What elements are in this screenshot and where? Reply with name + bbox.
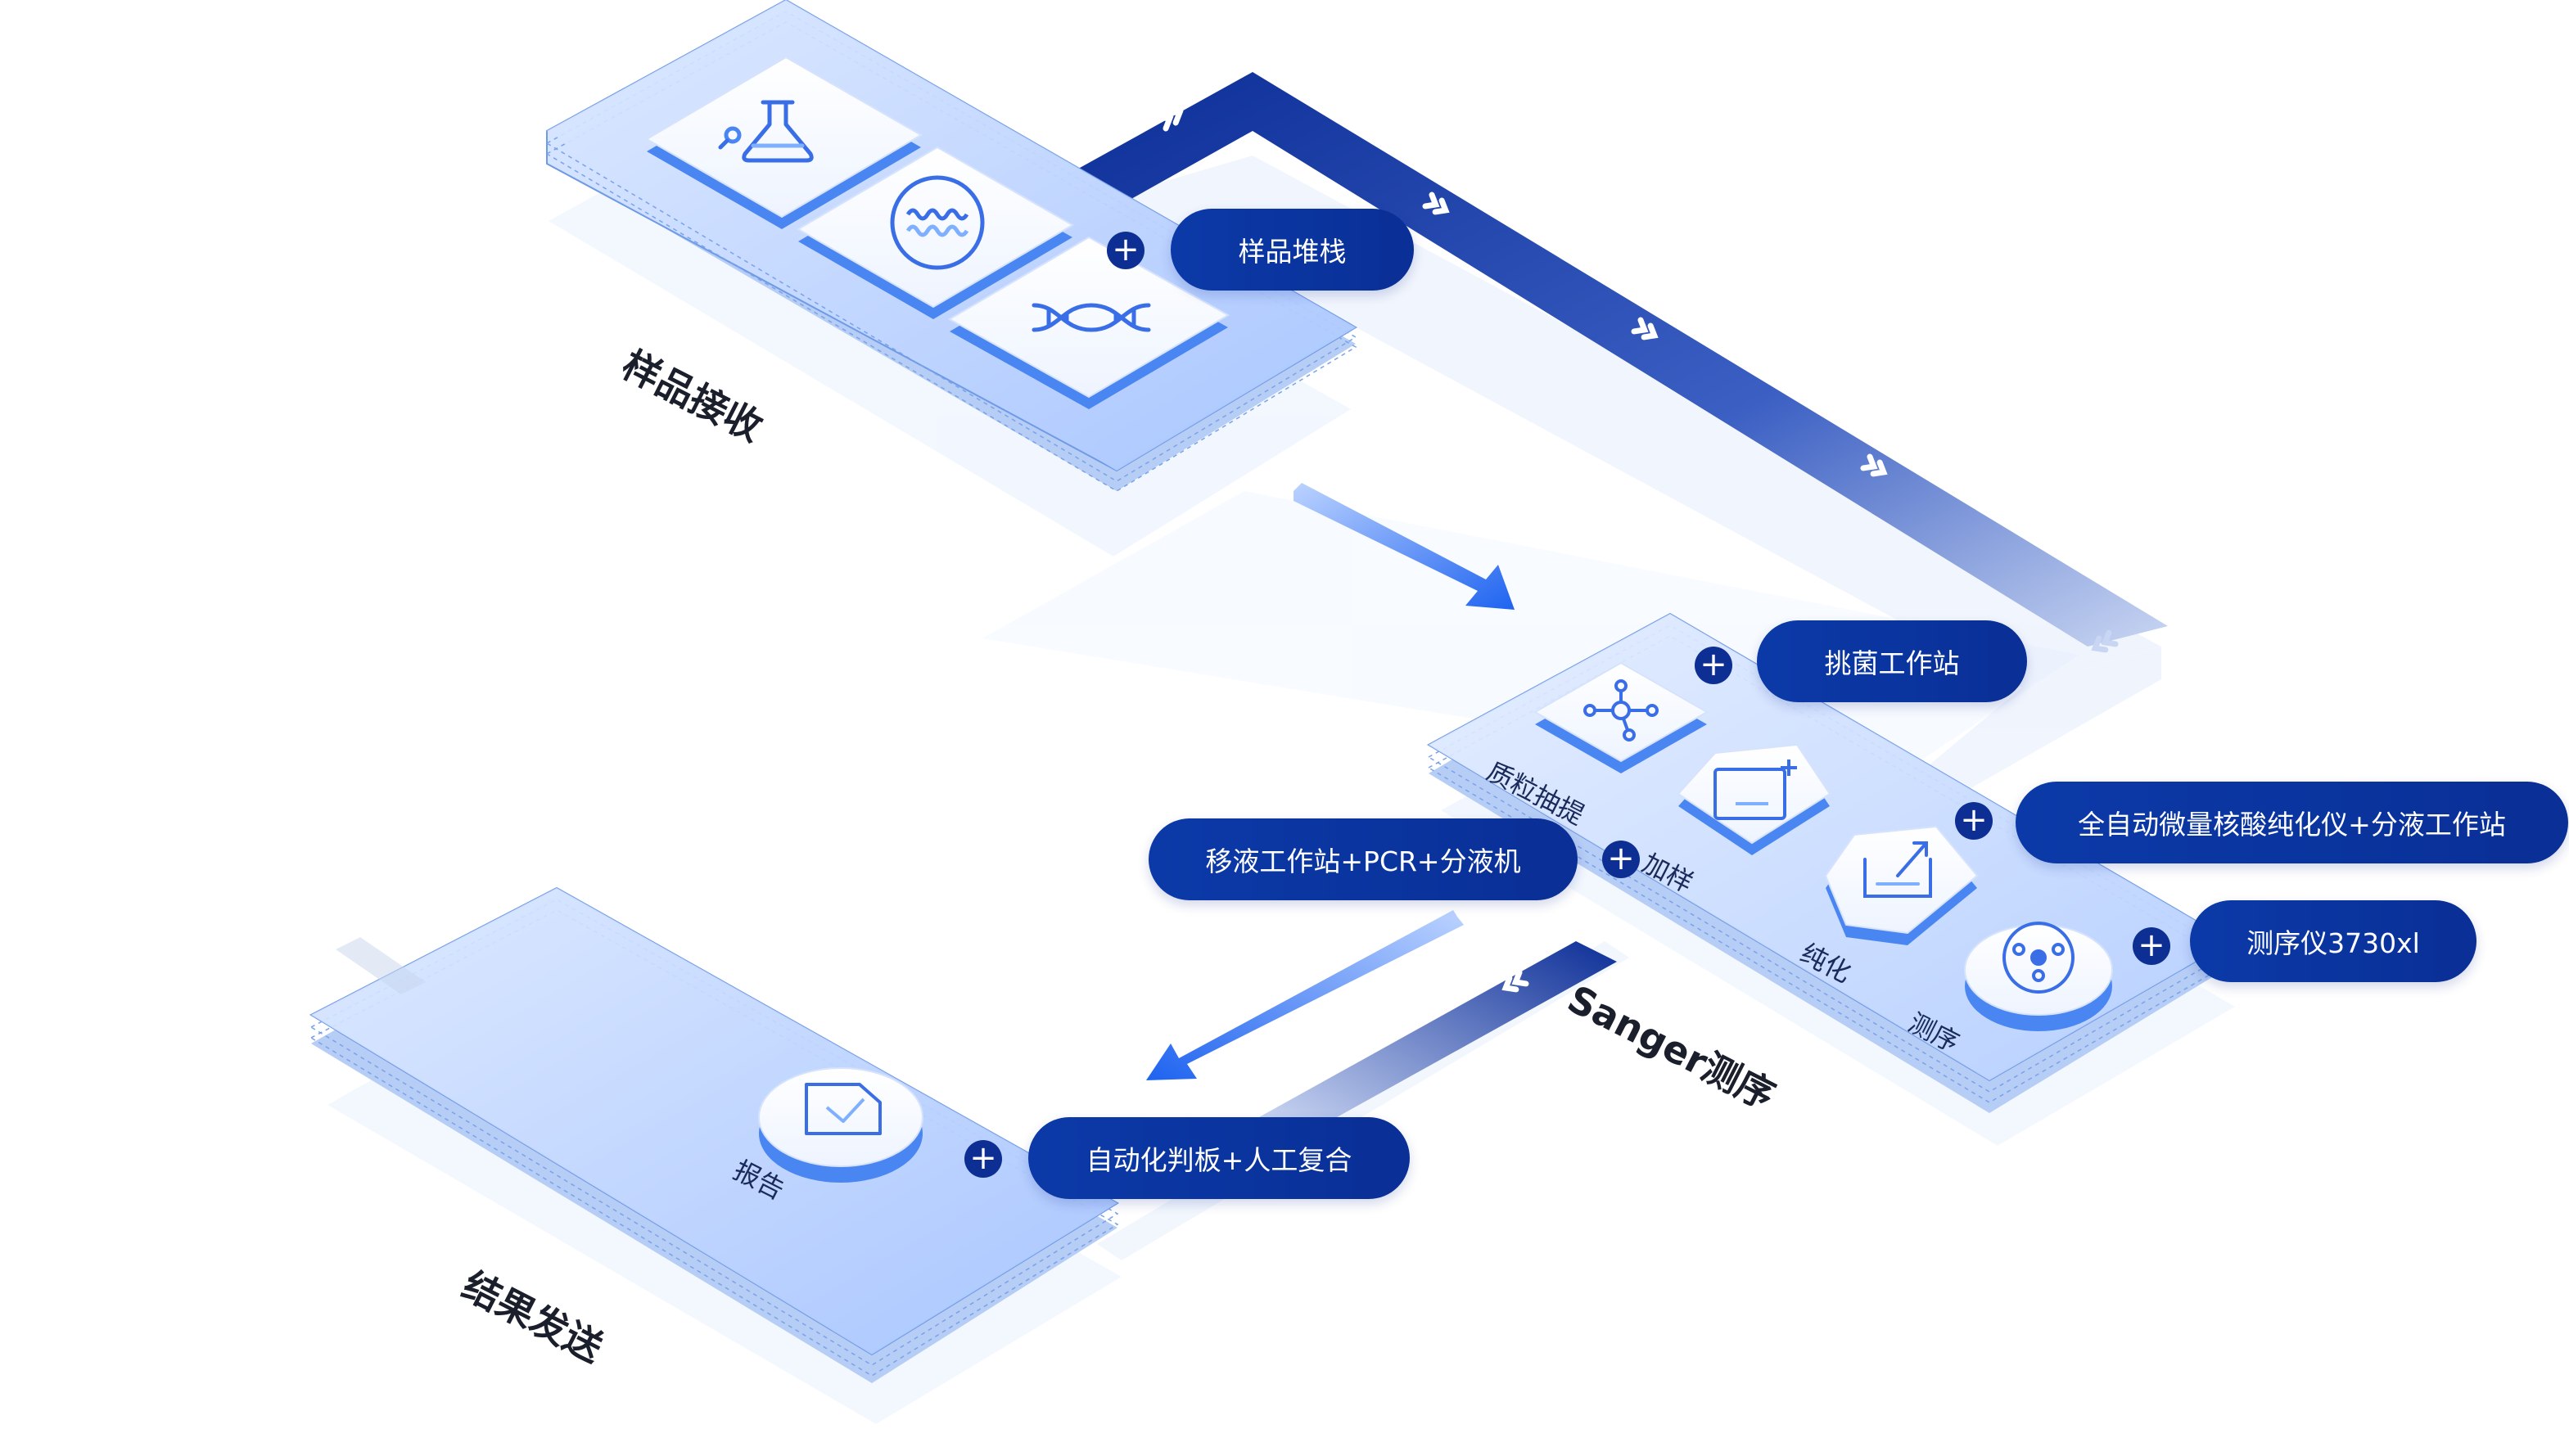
molecule-icon	[1583, 679, 1659, 742]
flow-path	[1072, 72, 2168, 1146]
plus-icon[interactable]: +	[1955, 802, 1993, 840]
device-molecule	[1533, 661, 1709, 773]
callout-sequencer[interactable]: 测序仪3730xl	[2190, 900, 2476, 982]
chevron-icon	[2091, 629, 2119, 653]
platform-result	[309, 886, 1119, 1383]
wave-circle-icon	[890, 175, 985, 270]
path-chevrons	[1156, 108, 2119, 993]
card-flask	[645, 56, 923, 229]
plus-icon[interactable]: +	[2133, 927, 2170, 965]
plus-icon[interactable]: +	[1695, 647, 1732, 684]
plus-icon[interactable]: +	[1602, 841, 1640, 878]
dna-icon	[1032, 303, 1151, 332]
result-entry-path	[336, 937, 426, 994]
chevron-icon	[1422, 192, 1450, 215]
chevron-icon	[1860, 453, 1888, 477]
chevron-icon	[1631, 317, 1659, 340]
chevron-icon	[1501, 969, 1529, 993]
flask-icon	[718, 100, 814, 163]
callout-picking[interactable]: 挑菌工作站	[1757, 620, 2027, 702]
device-sequencer	[1964, 924, 2113, 1031]
callout-stack[interactable]: 样品堆栈	[1171, 209, 1414, 291]
report-icon	[805, 1083, 882, 1135]
callout-pipetting[interactable]: 移液工作站+PCR+分液机	[1149, 818, 1578, 900]
callout-review[interactable]: 自动化判板+人工复合	[1028, 1117, 1410, 1199]
sequencer-icon	[2002, 922, 2075, 994]
purify-icon	[1863, 841, 1932, 898]
loading-icon	[1713, 760, 1797, 820]
callout-purifier[interactable]: 全自动微量核酸纯化仪+分液工作站	[2016, 782, 2568, 863]
plus-icon[interactable]: +	[964, 1140, 1002, 1178]
chevron-icon	[1156, 108, 1184, 132]
flow-arrows	[1146, 483, 1515, 1080]
plus-icon[interactable]: +	[1107, 232, 1145, 269]
